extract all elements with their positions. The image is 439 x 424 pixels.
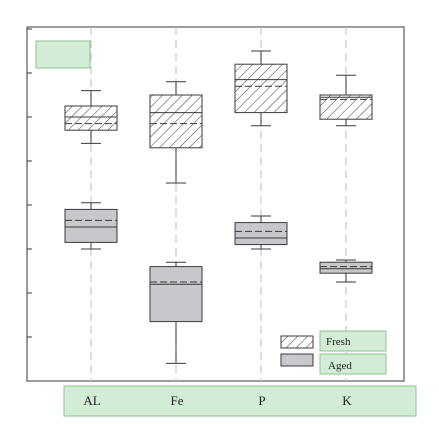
iqr-box-fresh-k — [319, 94, 373, 120]
box-series — [64, 50, 373, 364]
box-aged-p — [234, 215, 288, 250]
box-fresh-p — [234, 50, 288, 127]
box-aged-fe — [149, 261, 203, 364]
legend-label-fresh: Fresh — [326, 336, 351, 348]
box-fresh-fe — [149, 81, 203, 184]
box-fresh-al — [64, 90, 118, 144]
x-tick-label-al: AL — [83, 393, 100, 408]
legend-label-box-fresh — [319, 330, 387, 352]
iqr-box-aged-fe — [149, 266, 203, 323]
category-guide-lines — [90, 27, 347, 381]
legend-swatch-aged — [280, 353, 314, 367]
y-axis-ticks — [27, 28, 32, 382]
box-aged-k — [319, 259, 373, 283]
iqr-box-aged-p — [234, 222, 288, 246]
box-aged-al — [64, 202, 118, 250]
plot-frame — [26, 26, 405, 382]
x-axis-tick-labels: AL Fe P K — [83, 393, 352, 408]
iqr-box-fresh-p — [234, 63, 288, 114]
iqr-box-fresh-fe — [149, 94, 203, 149]
box-fresh-k — [319, 74, 373, 127]
x-tick-label-k: K — [342, 393, 352, 408]
x-tick-label-p: P — [258, 393, 265, 408]
title-placeholder-box — [35, 40, 91, 69]
legend: Fresh Aged — [280, 330, 387, 375]
legend-label-box-aged — [319, 353, 387, 375]
iqr-box-aged-k — [319, 261, 373, 274]
iqr-box-aged-al — [64, 208, 118, 243]
x-tick-label-fe: Fe — [171, 393, 184, 408]
legend-label-aged: Aged — [328, 360, 352, 372]
legend-swatch-fresh — [280, 335, 314, 349]
x-axis-label-band — [63, 385, 417, 417]
iqr-box-fresh-al — [64, 105, 118, 131]
